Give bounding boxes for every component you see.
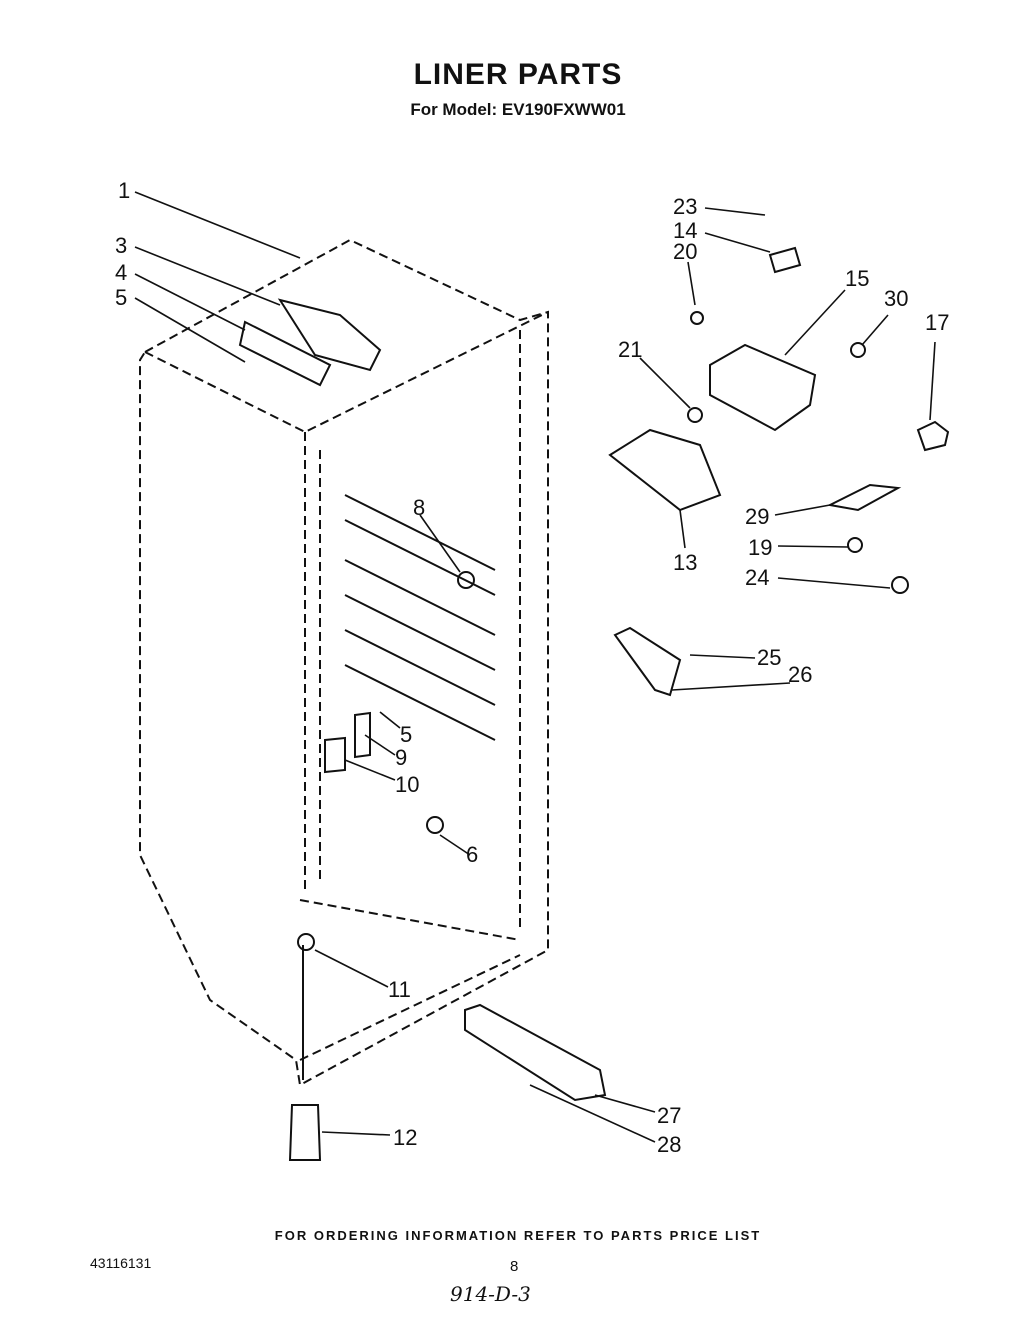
- part-15-housing: [709, 343, 817, 432]
- page-number: 8: [510, 1258, 519, 1275]
- part-19-fitting: [847, 537, 863, 553]
- callout-10: 10: [395, 772, 419, 797]
- document-number: 43116131: [90, 1255, 152, 1271]
- callout-19: 19: [748, 535, 772, 560]
- callout-9: 9: [395, 745, 407, 770]
- part-11-cap: [297, 933, 315, 951]
- callout-25: 25: [757, 645, 781, 670]
- part-21-nut: [687, 407, 703, 423]
- callout-13: 13: [673, 550, 697, 575]
- part-9-plate: [354, 711, 371, 759]
- part-30-nut: [850, 342, 866, 358]
- callout-4: 4: [115, 260, 127, 285]
- callout-11: 11: [388, 977, 411, 1002]
- part-29-plate: [826, 483, 902, 512]
- shelf-rib: [344, 664, 496, 741]
- callout-1: 1: [118, 178, 130, 203]
- callout-27: 27: [657, 1103, 681, 1128]
- ordering-note: FOR ORDERING INFORMATION REFER TO PARTS …: [274, 1228, 762, 1243]
- part-13-cover: [608, 428, 722, 512]
- callout-24: 24: [745, 565, 769, 590]
- callout-20: 20: [673, 239, 697, 264]
- callout-6: 6: [466, 842, 478, 867]
- callout-23: 23: [673, 194, 697, 219]
- part-27-rail: [464, 1003, 607, 1102]
- shelf-rib: [344, 494, 496, 571]
- shelf-rib: [344, 519, 496, 596]
- callout-21: 21: [618, 337, 642, 362]
- shelf-rib: [344, 629, 496, 706]
- part-3-vent: [277, 298, 382, 372]
- callout-14: 14: [673, 218, 697, 243]
- cabinet-outline: [139, 238, 549, 1087]
- callout-30: 30: [884, 286, 908, 311]
- part-6-fitting: [426, 816, 444, 834]
- model-subtitle: For Model: EV190FXWW01: [410, 100, 626, 119]
- callout-28: 28: [657, 1132, 681, 1157]
- callout-17: 17: [925, 310, 949, 335]
- callout-15: 15: [845, 266, 869, 291]
- liner-bottom-lower: [299, 954, 521, 1061]
- cabinet-top-edge: [144, 311, 549, 434]
- callout-3: 3: [115, 233, 127, 258]
- part-14-sensor: [768, 246, 802, 274]
- part-4-bracket: [238, 320, 332, 387]
- part-20-screw: [690, 311, 704, 325]
- callout-5: 5: [115, 285, 127, 310]
- handwritten-note: 914-D-3: [450, 1282, 531, 1306]
- callout-8: 8: [413, 495, 425, 520]
- part-10-hinge: [324, 736, 346, 774]
- liner-bottom: [299, 899, 521, 941]
- shelf-rib: [344, 559, 496, 636]
- callout-26: 26: [788, 662, 812, 687]
- callout-29: 29: [745, 504, 769, 529]
- part-8-clip: [457, 571, 475, 589]
- part-17-switch: [916, 420, 950, 452]
- callout-12: 12: [393, 1125, 417, 1150]
- shelf-rib: [344, 594, 496, 671]
- part-24-fitting: [891, 576, 909, 594]
- part-26-bracket: [613, 626, 682, 697]
- callout-5-lower: 5: [400, 722, 412, 747]
- page-title: LINER PARTS: [413, 58, 623, 91]
- part-12-foot: [288, 1104, 322, 1161]
